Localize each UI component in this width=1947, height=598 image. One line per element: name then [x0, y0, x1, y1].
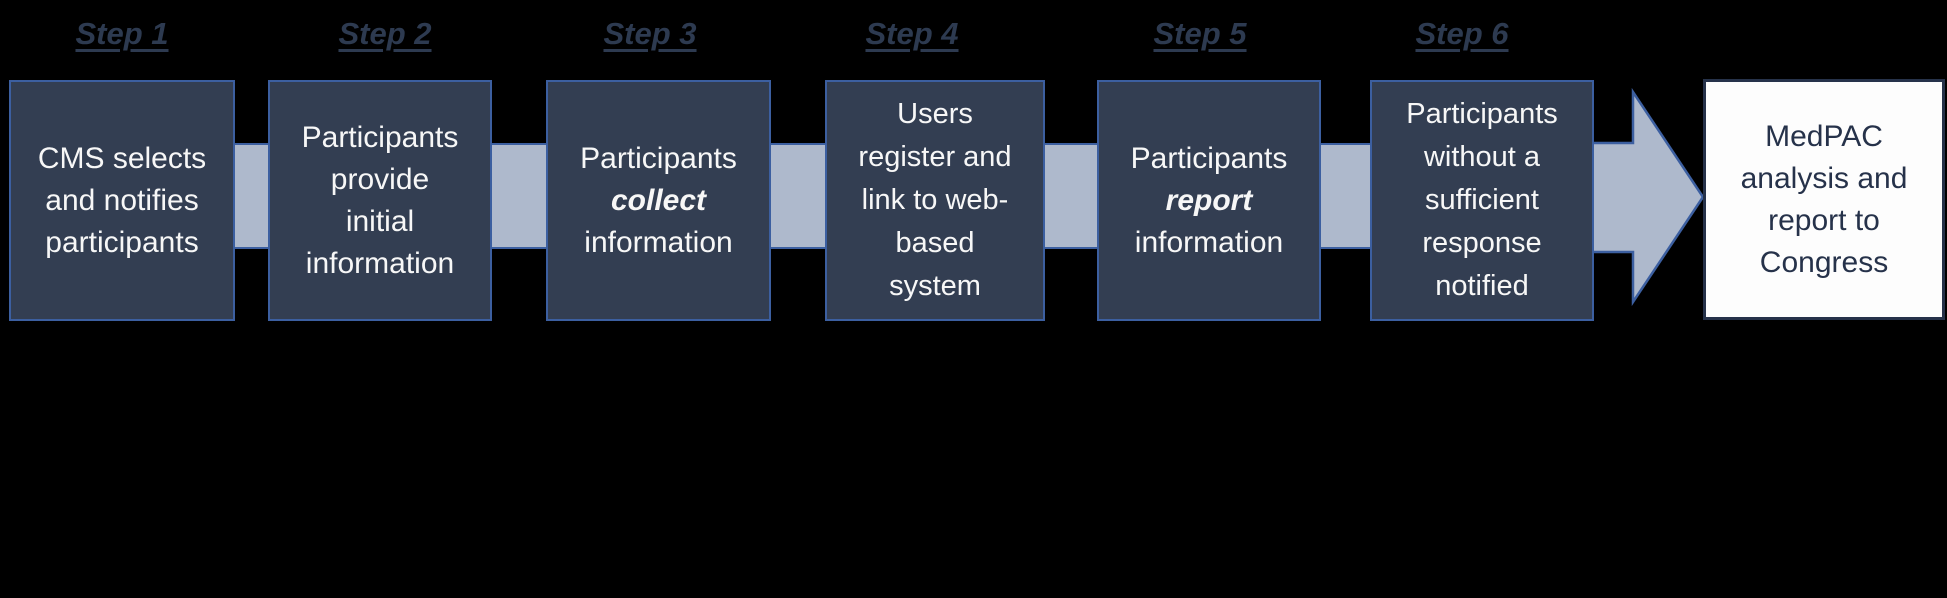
final-result-box: MedPAC analysis and report to Congress — [1703, 79, 1945, 320]
text-line: information — [1134, 225, 1284, 259]
text-line: collect — [610, 183, 707, 217]
step-1-label: Step 1 — [75, 16, 169, 51]
text-line: without a — [1423, 141, 1541, 173]
step-2-label: Step 2 — [338, 16, 432, 51]
text-line: Participants — [580, 141, 737, 175]
step-6-label: Step 6 — [1415, 16, 1509, 51]
text-line: Participants — [1406, 98, 1558, 130]
connector-1-2 — [230, 143, 272, 249]
text-line: initial — [345, 204, 415, 238]
text-line: report — [1165, 183, 1253, 217]
connector-2-3 — [488, 143, 550, 249]
text-line: response — [1422, 227, 1542, 259]
step-3-label: Step 3 — [603, 16, 697, 51]
text-line: information — [305, 246, 455, 280]
step-4-box: Users register and link to web-based system — [825, 80, 1045, 321]
connector-4-5 — [1040, 143, 1101, 249]
connector-3-4 — [766, 143, 829, 249]
step-1-box: CMS selects and notifies participants — [9, 80, 235, 321]
text-line: link to web- — [861, 184, 1009, 216]
step-2-box: Participants provide initial information — [268, 80, 492, 321]
text-line: and notifies — [45, 183, 199, 217]
text-line: provide — [330, 162, 430, 196]
step-5-box: Participants report information — [1097, 80, 1321, 321]
text-line: system — [889, 270, 981, 302]
text-line: Participants — [301, 120, 459, 154]
step-5-label: Step 5 — [1153, 16, 1247, 51]
text-line: participants — [45, 225, 199, 259]
step-3-box: Participants collect information — [546, 80, 771, 321]
text-line: analysis and — [1740, 161, 1908, 195]
text-line: sufficient — [1425, 184, 1539, 216]
text-line: MedPAC — [1765, 119, 1883, 153]
text-line: Participants — [1130, 141, 1288, 175]
step-6-box: Participants without a sufficient response n… — [1370, 80, 1594, 321]
text-line: register and — [858, 141, 1012, 173]
text-line: Congress — [1759, 245, 1889, 279]
step-4-label: Step 4 — [865, 16, 959, 51]
connector-5-6 — [1316, 143, 1374, 249]
text-line: CMS selects — [37, 141, 207, 175]
text-line: based — [895, 227, 975, 259]
text-line: notified — [1435, 270, 1529, 302]
text-line: report to — [1768, 203, 1880, 237]
text-line: Users — [897, 98, 973, 130]
text-line: information — [584, 225, 733, 259]
right-arrow-icon — [1590, 88, 1705, 306]
